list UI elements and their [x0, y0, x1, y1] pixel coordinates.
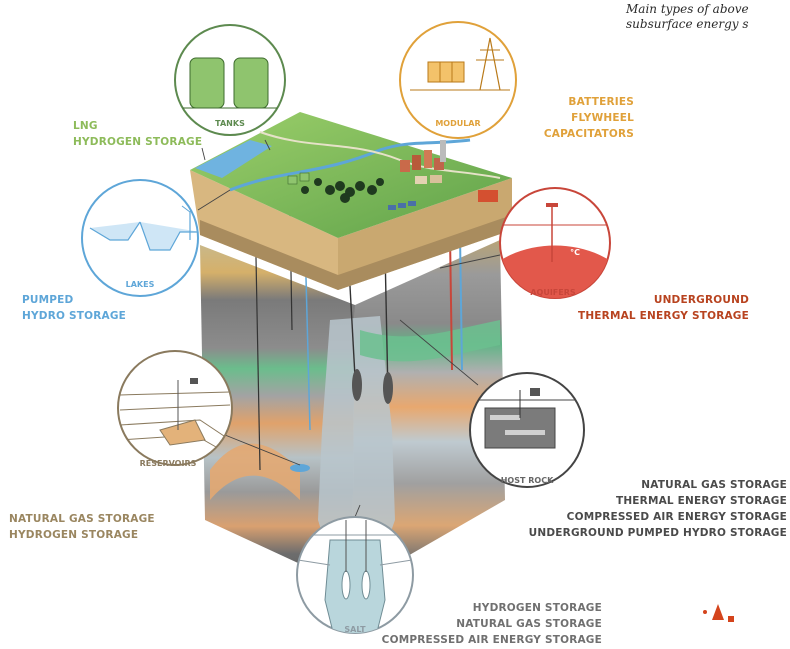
connector-tanks — [264, 139, 271, 151]
label-reservoir-uses: NATURAL GAS STORAGE HYDROGEN STORAGE — [9, 511, 155, 543]
modular-label: MODULAR — [435, 119, 480, 128]
connector-lakes — [197, 189, 231, 211]
label-reservoir-natural-gas: NATURAL GAS STORAGE — [9, 513, 155, 525]
circle-host-rock: HOST ROCK — [469, 372, 585, 488]
block-top-surface — [190, 112, 512, 238]
label-reservoir-hydrogen: HYDROGEN STORAGE — [9, 529, 139, 541]
label-thermal-energy-storage: THERMAL ENERGY STORAGE — [577, 310, 749, 322]
aquifers-label: AQUIFERS — [530, 288, 576, 297]
tanks-label: TANKS — [215, 119, 245, 128]
label-flywheel: FLYWHEEL — [571, 112, 634, 124]
subsurface-block — [200, 204, 505, 588]
label-pumped: PUMPED — [22, 294, 74, 306]
label-salt-uses: HYDROGEN STORAGE NATURAL GAS STORAGE COM… — [360, 600, 602, 648]
circle-lakes: LAKES — [81, 179, 199, 297]
label-salt-hydrogen: HYDROGEN STORAGE — [472, 602, 602, 614]
salt-cavern-2 — [383, 372, 393, 404]
lower-lake — [139, 221, 198, 251]
label-batteries: BATTERIES — [568, 96, 634, 108]
reservoir-pocket — [290, 464, 310, 472]
aquifer-layer — [360, 320, 500, 362]
salt-cavern-1 — [352, 369, 362, 401]
block-left-face — [200, 245, 355, 588]
label-capacitators: CAPACITATORS — [543, 128, 634, 140]
label-host-natural-gas: NATURAL GAS STORAGE — [641, 479, 787, 491]
lng-tank-2 — [233, 57, 269, 109]
label-underground-thermal-group: UNDERGROUND THERMAL ENERGY STORAGE — [560, 292, 749, 324]
label-batteries-group: BATTERIES FLYWHEEL CAPACITATORS — [540, 94, 634, 142]
label-pumped-group: PUMPED HYDRO STORAGE — [22, 292, 126, 324]
connectors — [197, 139, 501, 518]
well-5 — [449, 234, 453, 371]
salt-diapir — [324, 539, 386, 633]
thermal-plant — [478, 190, 498, 202]
salt-dome — [318, 316, 395, 585]
circle-tanks: TANKS — [174, 24, 286, 136]
label-salt-compressed-air: COMPRESSED AIR ENERGY STORAGE — [381, 634, 602, 646]
label-host-thermal: THERMAL ENERGY STORAGE — [615, 495, 787, 507]
salt-label: SALT — [344, 625, 366, 634]
label-host-compressed-air: COMPRESSED AIR ENERGY STORAGE — [566, 511, 787, 523]
block-soil-band — [200, 215, 512, 290]
circle-reservoirs: RESERVOIRS — [117, 350, 233, 468]
reservoirs-label: RESERVOIRS — [140, 459, 197, 468]
label-lng: LNG — [73, 120, 98, 132]
reservoir-fold — [210, 443, 300, 500]
caption-line-2: subsurface energy s — [626, 17, 749, 31]
forest — [301, 178, 384, 203]
caption-line-1: Main types of above — [626, 2, 749, 16]
label-underground: UNDERGROUND — [653, 294, 749, 306]
label-salt-natural-gas: NATURAL GAS STORAGE — [456, 618, 602, 630]
label-hydro-storage: HYDRO STORAGE — [22, 310, 127, 322]
circle-modular: MODULAR — [399, 21, 517, 139]
lake — [195, 140, 272, 178]
well-4 — [384, 249, 389, 396]
well-6 — [459, 234, 463, 371]
label-host-pumped-hydro: UNDERGROUND PUMPED HYDRO STORAGE — [528, 527, 787, 539]
label-host-rock-uses: NATURAL GAS STORAGE THERMAL ENERGY STORA… — [505, 477, 787, 541]
connector-aquifers — [439, 254, 501, 269]
surface-landscape — [190, 112, 512, 290]
surface-tanks — [287, 172, 310, 185]
road — [259, 131, 501, 179]
town — [400, 140, 446, 184]
solar-panels — [388, 201, 416, 210]
block-top-soil-left — [190, 170, 338, 290]
figure-caption: Main types of above subsurface energy s — [626, 2, 790, 32]
connector-reservoirs — [224, 434, 301, 466]
aquifers-temp-label: °C — [570, 248, 580, 257]
lakes-label: LAKES — [126, 280, 155, 289]
label-hydrogen-storage-surface: HYDROGEN STORAGE — [73, 136, 203, 148]
reservoir-trap — [159, 419, 206, 446]
lng-tank-1 — [189, 57, 225, 109]
battery-module — [427, 61, 465, 83]
power-pylon-icon — [479, 37, 501, 91]
river — [229, 138, 471, 192]
connector-salt — [354, 504, 361, 518]
salt-cavern-b — [361, 570, 371, 600]
salt-cavern-a — [341, 570, 351, 600]
connector-host-rock — [399, 319, 479, 386]
label-lng-group: LNG HYDROGEN STORAGE — [73, 118, 202, 150]
host-rock-label: HOST ROCK — [501, 476, 554, 485]
circle-salt: SALT — [296, 516, 414, 634]
connector-lng — [201, 147, 206, 161]
publisher-logo-fragment — [703, 604, 734, 622]
upper-lake — [89, 221, 141, 241]
